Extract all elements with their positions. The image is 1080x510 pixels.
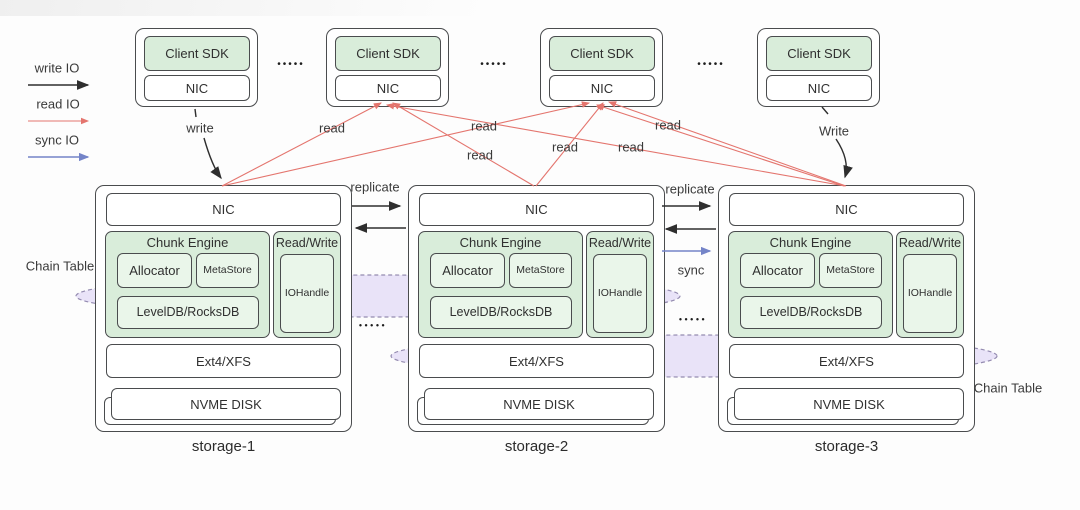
metastore-box: MetaStore — [819, 253, 882, 288]
write-arrow — [203, 137, 222, 180]
client-sdk-box: Client SDK — [766, 36, 872, 71]
allocator-box: Allocator — [117, 253, 192, 288]
nic-box: NIC — [106, 193, 341, 226]
storage-node: NIC Chunk Engine Allocator MetaStore Lev… — [718, 185, 975, 455]
client-sdk-label: Client SDK — [787, 46, 851, 61]
replicate-label: replicate — [350, 179, 400, 195]
leveldb-box: LevelDB/RocksDB — [117, 296, 259, 329]
read-label: read — [654, 117, 682, 133]
storage-node: NIC Chunk Engine Allocator MetaStore Lev… — [408, 185, 665, 455]
read-write-box: Read/Write IOHandle — [586, 231, 654, 338]
client-sdk-box: Client SDK — [335, 36, 441, 71]
metastore-box: MetaStore — [196, 253, 259, 288]
client-sdk-label: Client SDK — [356, 46, 420, 61]
leveldb-box: LevelDB/RocksDB — [430, 296, 572, 329]
nic-label: NIC — [212, 202, 235, 217]
ext4-box: Ext4/XFS — [106, 344, 341, 378]
read-label: read — [617, 139, 645, 155]
write-label: write — [186, 120, 214, 136]
storage-label: storage-2 — [504, 438, 569, 455]
ext4-box: Ext4/XFS — [419, 344, 654, 378]
read-arrow — [607, 101, 847, 187]
client-nic-label: NIC — [376, 80, 400, 96]
leveldb-box: LevelDB/RocksDB — [740, 296, 882, 329]
read-label: read — [551, 139, 579, 155]
chunk-engine-title: Chunk Engine — [769, 235, 852, 250]
read-arrow — [221, 101, 591, 187]
allocator-box: Allocator — [740, 253, 815, 288]
read-arrow — [392, 102, 535, 187]
replicate-label: replicate — [665, 181, 715, 197]
nvme-disk-box: NVME DISK — [111, 388, 341, 420]
read-write-title: Read/Write — [588, 236, 652, 250]
read-label: read — [318, 120, 346, 136]
dots-separator: ••••• — [358, 320, 388, 331]
legend-write-label: write IO — [34, 60, 80, 76]
client-node: Client SDK NIC — [757, 28, 880, 107]
storage-label: storage-1 — [191, 438, 256, 455]
iohandle-box: IOHandle — [903, 254, 957, 333]
read-write-title: Read/Write — [275, 236, 339, 250]
storage-node: NIC Chunk Engine Allocator MetaStore Lev… — [95, 185, 352, 455]
client-nic-label: NIC — [590, 80, 614, 96]
client-node: Client SDK NIC — [135, 28, 258, 107]
chunk-engine-box: Chunk Engine Allocator MetaStore LevelDB… — [418, 231, 583, 338]
chunk-engine-title: Chunk Engine — [459, 235, 542, 250]
dots-separator: ••••• — [697, 59, 725, 70]
nic-box: NIC — [419, 193, 654, 226]
client-nic-label: NIC — [807, 80, 831, 96]
sync-label: sync — [677, 262, 705, 278]
client-sdk-box: Client SDK — [144, 36, 250, 71]
read-write-box: Read/Write IOHandle — [273, 231, 341, 338]
ext4-box: Ext4/XFS — [729, 344, 964, 378]
read-label: read — [466, 147, 494, 163]
chain-table-label: Chain Table — [25, 258, 95, 274]
client-nic-box: NIC — [549, 75, 655, 101]
legend-sync-label: sync IO — [34, 132, 80, 148]
client-nic-box: NIC — [766, 75, 872, 101]
nic-label: NIC — [525, 202, 548, 217]
nic-box: NIC — [729, 193, 964, 226]
write-arrow — [835, 138, 853, 179]
chunk-engine-title: Chunk Engine — [146, 235, 229, 250]
iohandle-box: IOHandle — [280, 254, 334, 333]
nic-label: NIC — [835, 202, 858, 217]
dots-separator: ••••• — [277, 59, 305, 70]
client-sdk-label: Client SDK — [165, 46, 229, 61]
read-arrow — [221, 102, 382, 187]
iohandle-box: IOHandle — [593, 254, 647, 333]
write-arrow-tick — [194, 108, 197, 118]
metastore-box: MetaStore — [509, 253, 572, 288]
storage-label: storage-3 — [814, 438, 879, 455]
nvme-disk-box: NVME DISK — [424, 388, 654, 420]
client-node: Client SDK NIC — [540, 28, 663, 107]
dots-separator: ••••• — [678, 314, 708, 325]
client-sdk-label: Client SDK — [570, 46, 634, 61]
legend-read-label: read IO — [36, 96, 80, 112]
client-nic-label: NIC — [185, 80, 209, 96]
allocator-box: Allocator — [430, 253, 505, 288]
client-node: Client SDK NIC — [326, 28, 449, 107]
write-label: Write — [818, 123, 850, 139]
dots-separator: ••••• — [480, 59, 508, 70]
client-nic-box: NIC — [335, 75, 441, 101]
nvme-disk-box: NVME DISK — [734, 388, 964, 420]
write-arrow-tick — [821, 106, 829, 115]
client-nic-box: NIC — [144, 75, 250, 101]
chunk-engine-box: Chunk Engine Allocator MetaStore LevelDB… — [728, 231, 893, 338]
chain-table-label: Chain Table — [973, 380, 1043, 396]
chunk-engine-box: Chunk Engine Allocator MetaStore LevelDB… — [105, 231, 270, 338]
read-write-box: Read/Write IOHandle — [896, 231, 964, 338]
read-write-title: Read/Write — [898, 236, 962, 250]
client-sdk-box: Client SDK — [549, 36, 655, 71]
read-arrow — [385, 102, 846, 187]
read-label: read — [470, 118, 498, 134]
